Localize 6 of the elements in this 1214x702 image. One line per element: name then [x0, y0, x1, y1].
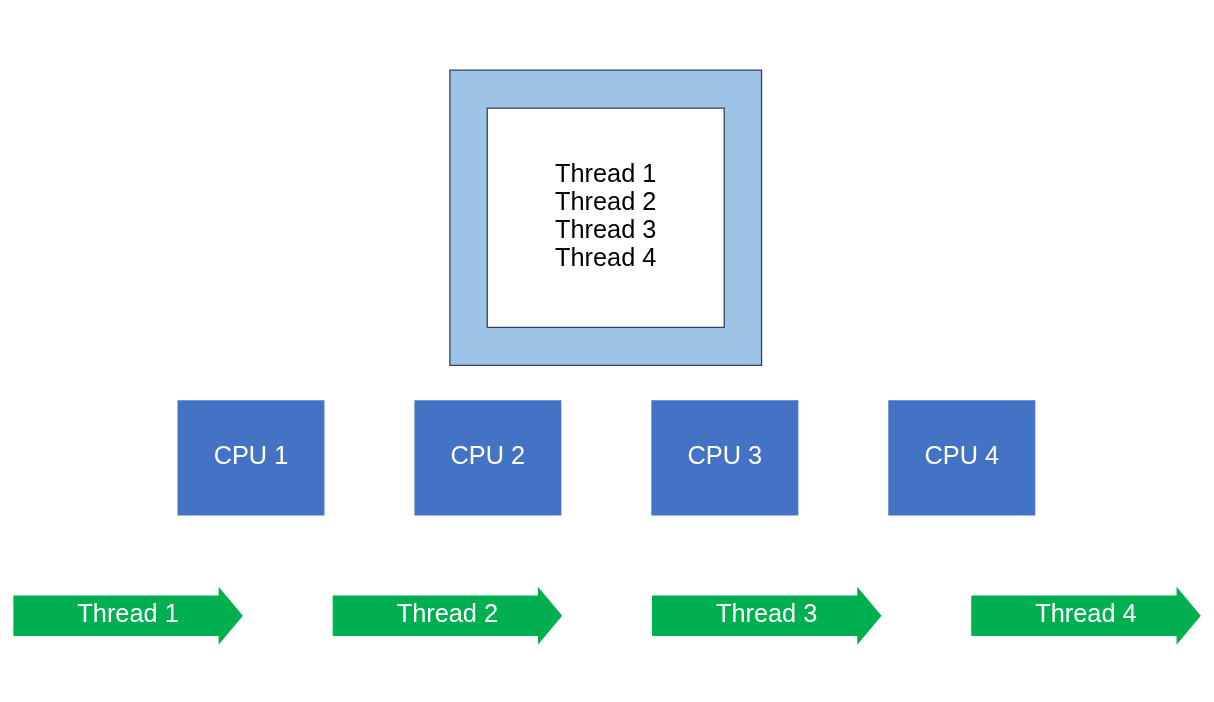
node-box: Thread 1 Thread 2 Thread 3 Thread 4 [486, 107, 725, 328]
node-box: CPU 4 [888, 399, 1036, 516]
node-box: CPU 3 [651, 399, 799, 516]
node-box: CPU 2 [414, 399, 562, 516]
cluster [449, 69, 763, 366]
node-box: CPU 1 [177, 399, 325, 516]
